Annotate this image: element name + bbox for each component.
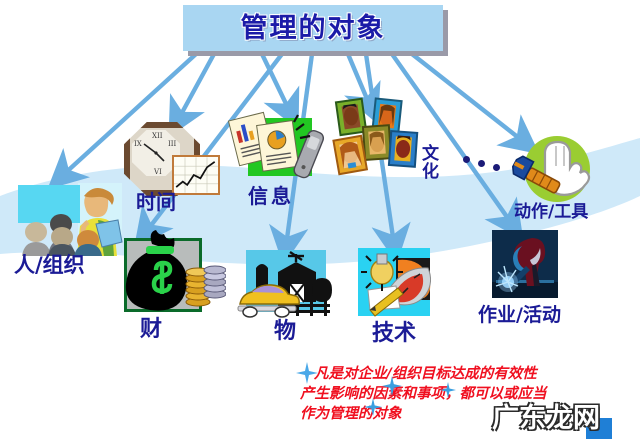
sparkle-icon xyxy=(382,376,402,396)
watermark-square xyxy=(586,418,612,439)
documents-phone-icon xyxy=(227,111,325,179)
sparkle-icon xyxy=(440,382,456,398)
whiteboard-icon xyxy=(18,185,80,223)
note-text: 凡是对企业/组织目标达成的有效性 产生影响的因素和事项，都可以或应当 作为管理的… xyxy=(300,364,630,424)
lightbulb-gauge-icon xyxy=(361,253,432,317)
sparkle-icon xyxy=(364,398,382,416)
label-tech: 技术 xyxy=(372,321,417,346)
label-tools: 动作/工具 xyxy=(514,202,589,222)
arrow-to-time xyxy=(168,52,216,138)
note-line-1: 凡是对企业/组织目标达成的有效性 xyxy=(314,366,537,382)
meeting-people-icon xyxy=(22,187,123,256)
svg-text:VI: VI xyxy=(153,168,162,176)
arrow-to-info xyxy=(260,53,300,130)
watermark: 广东龙网 xyxy=(492,403,600,434)
clock-hands-icon: XII III VI IX xyxy=(134,132,177,176)
note-line-3: 作为管理的对象 xyxy=(300,406,402,422)
page-title: 管理的对象 xyxy=(240,12,386,44)
note-line-2: 产生影响的因素和事项，都可以或应当 xyxy=(300,386,547,402)
label-people: 人/组织 xyxy=(14,253,85,277)
label-activity: 作业/活动 xyxy=(478,304,561,326)
portrait-tiles-icon xyxy=(332,97,419,176)
svg-text:IX: IX xyxy=(134,140,142,148)
arrow-to-tools xyxy=(410,52,540,155)
sparkle-icon xyxy=(296,362,318,384)
wrench-hand-icon xyxy=(512,140,591,196)
label-money: 财 xyxy=(140,317,163,342)
arrow-to-people xyxy=(47,52,198,190)
title-box: 管理的对象 xyxy=(183,5,443,51)
arrow-to-activity xyxy=(390,52,524,241)
label-time: 时间 xyxy=(136,190,176,214)
label-material: 物 xyxy=(274,319,297,344)
label-culture: 文化 xyxy=(422,144,439,182)
svg-text:XII: XII xyxy=(152,132,163,140)
label-info: 信息 xyxy=(248,184,294,208)
arrow-to-money xyxy=(133,52,284,248)
arrow-to-culture xyxy=(344,53,381,125)
farm-car-icon xyxy=(237,251,332,318)
trend-chart-icon xyxy=(172,155,220,195)
svg-text:III: III xyxy=(168,140,177,148)
money-bag-coins-icon xyxy=(125,230,226,311)
welder-icon xyxy=(492,230,558,298)
